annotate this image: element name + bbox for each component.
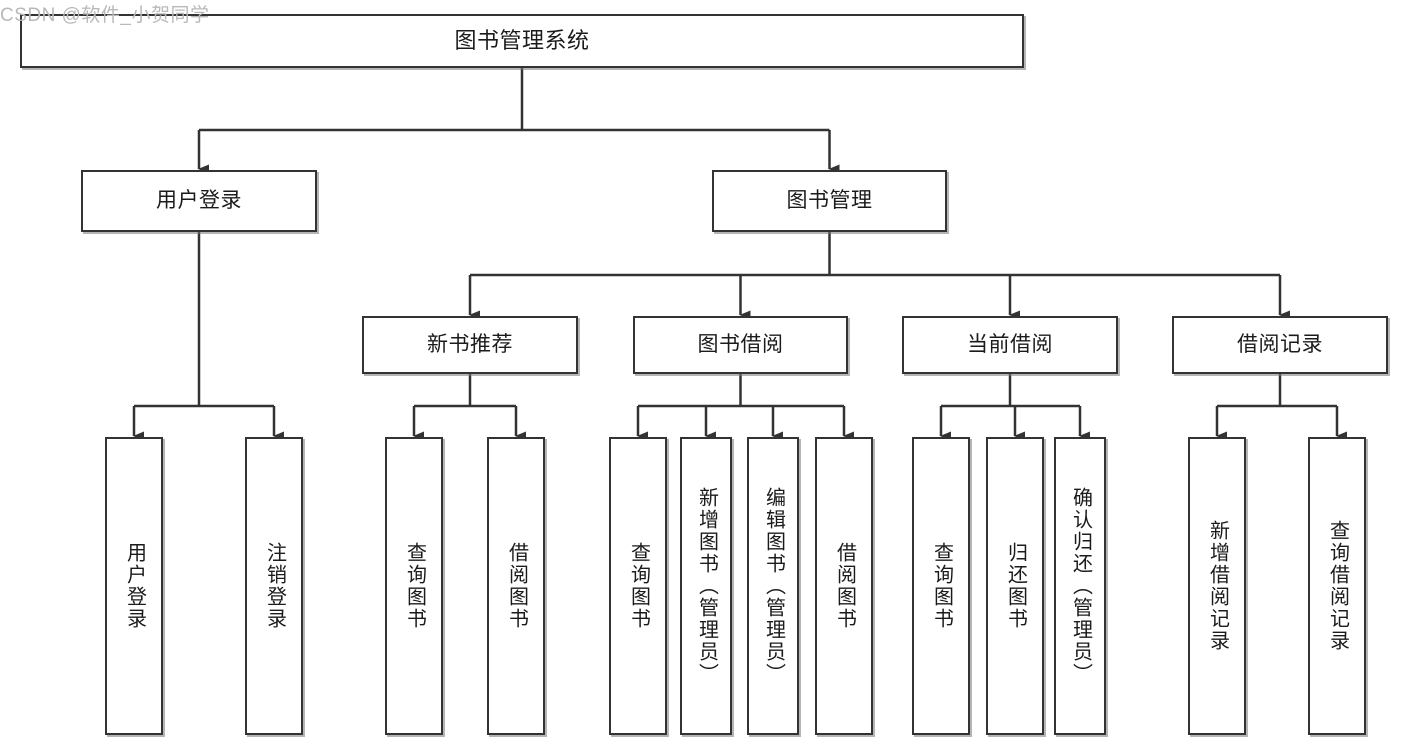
node-label: 借阅图书 <box>833 542 856 630</box>
node-label: 查询图书 <box>627 542 650 630</box>
node-label: 确认归还（管理员） <box>1069 487 1092 685</box>
node-label: 借阅记录 <box>1237 332 1323 356</box>
node-l3-borrow-record[interactable]: 借阅记录 <box>1172 316 1388 374</box>
node-leaf-borrow-book-rec[interactable]: 借阅图书 <box>487 437 545 735</box>
node-leaf-add-record[interactable]: 新增借阅记录 <box>1188 437 1246 735</box>
node-label: 编辑图书（管理员） <box>762 487 785 685</box>
node-l3-book-borrow[interactable]: 图书借阅 <box>633 316 848 374</box>
node-leaf-confirm-return[interactable]: 确认归还（管理员） <box>1054 437 1106 735</box>
node-leaf-query-book-c[interactable]: 查询图书 <box>912 437 970 735</box>
node-leaf-query-book-b[interactable]: 查询图书 <box>609 437 667 735</box>
node-label: 新增借阅记录 <box>1206 520 1229 652</box>
node-leaf-logout[interactable]: 注销登录 <box>245 437 303 735</box>
node-label: 图书管理系统 <box>454 28 590 54</box>
node-leaf-add-book[interactable]: 新增图书（管理员） <box>680 437 732 735</box>
node-label: 图书管理 <box>786 188 873 212</box>
node-label: 查询借阅记录 <box>1326 520 1349 652</box>
node-label: 注销登录 <box>263 542 286 630</box>
csdn-watermark: CSDN @软件_小贺同学 <box>0 5 210 26</box>
node-leaf-return-book[interactable]: 归还图书 <box>986 437 1044 735</box>
node-label: 用户登录 <box>123 542 146 630</box>
node-leaf-query-record[interactable]: 查询借阅记录 <box>1308 437 1366 735</box>
node-l2-user-login[interactable]: 用户登录 <box>81 170 317 232</box>
node-label: 借阅图书 <box>505 542 528 630</box>
node-label: 新增图书（管理员） <box>695 487 718 685</box>
node-l3-current-borrow[interactable]: 当前借阅 <box>902 316 1118 374</box>
node-leaf-borrow-book-b[interactable]: 借阅图书 <box>815 437 873 735</box>
node-label: 用户登录 <box>156 188 242 212</box>
node-label: 归还图书 <box>1004 542 1027 630</box>
node-label: 查询图书 <box>403 542 426 630</box>
node-label: 当前借阅 <box>967 332 1053 356</box>
node-root[interactable]: 图书管理系统 <box>20 14 1024 68</box>
node-label: 查询图书 <box>930 542 953 630</box>
node-l3-new-book-rec[interactable]: 新书推荐 <box>362 316 578 374</box>
node-leaf-edit-book[interactable]: 编辑图书（管理员） <box>747 437 799 735</box>
node-label: 新书推荐 <box>427 332 513 356</box>
node-leaf-user-login[interactable]: 用户登录 <box>105 437 163 735</box>
node-leaf-query-book-rec[interactable]: 查询图书 <box>385 437 443 735</box>
edge-group <box>132 68 1347 441</box>
node-label: 图书借阅 <box>697 332 784 356</box>
node-l2-book-mgmt[interactable]: 图书管理 <box>712 170 947 232</box>
